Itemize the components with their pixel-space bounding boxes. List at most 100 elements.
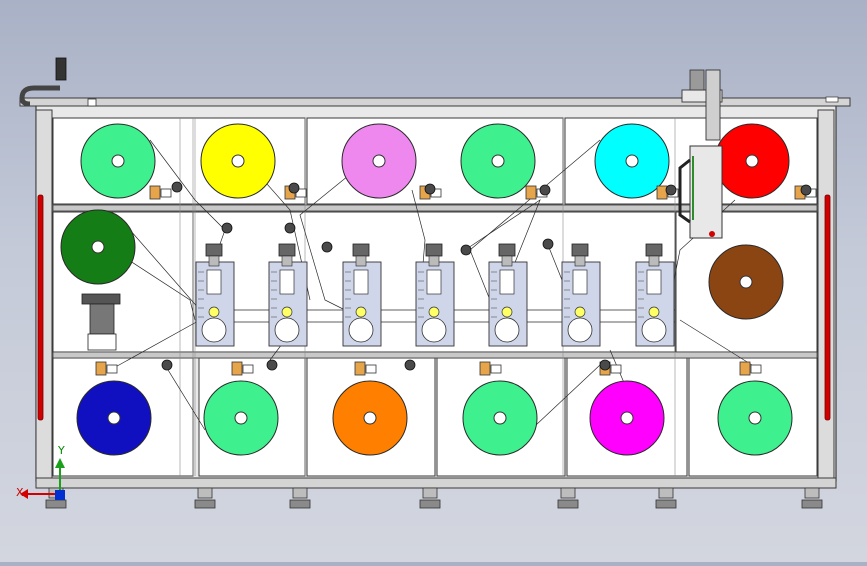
left-light-bar (37, 194, 44, 421)
bracket-block (160, 188, 172, 198)
module-knife (501, 306, 513, 318)
slitting-module (488, 243, 528, 347)
top-rail (19, 97, 851, 107)
slitting-module (195, 243, 235, 347)
bracket-block (750, 364, 762, 374)
web-line (129, 229, 201, 311)
module-neck (281, 255, 293, 267)
module-slide (646, 269, 662, 295)
guide-roller (161, 359, 173, 371)
reel-hub (739, 275, 753, 289)
bracket-block (242, 364, 254, 374)
guide-roller (665, 184, 677, 196)
robot-column (705, 69, 721, 141)
reel-hub (234, 411, 248, 425)
guide-roller (284, 222, 296, 234)
module-knife (648, 306, 660, 318)
module-wheel (274, 317, 300, 343)
leveling-foot (419, 487, 441, 509)
slitting-module (342, 243, 382, 347)
guide-roller (288, 182, 300, 194)
x-axis-head (20, 489, 28, 499)
reel (80, 123, 156, 199)
reel (717, 380, 793, 456)
robot-handle (678, 158, 691, 224)
module-motor (498, 243, 516, 257)
slitting-module (635, 243, 675, 347)
reel (200, 123, 276, 199)
module-knife (574, 306, 586, 318)
reel (594, 123, 670, 199)
module-wheel (567, 317, 593, 343)
module-knife (208, 306, 220, 318)
reel-hub (620, 411, 634, 425)
web-line (109, 319, 201, 371)
guide-roller (424, 183, 436, 195)
module-wheel (201, 317, 227, 343)
material-reels (60, 123, 793, 456)
reel-hub (111, 154, 125, 168)
sensor-bracket (19, 85, 60, 107)
coordinate-triad[interactable]: X Y (16, 444, 65, 500)
reel (462, 380, 538, 456)
module-wheel (348, 317, 374, 343)
robot-head (689, 145, 723, 239)
foot-pad (655, 499, 677, 509)
control-body (89, 303, 115, 335)
module-motor (425, 243, 443, 257)
reel (589, 380, 665, 456)
reel-hub (491, 154, 505, 168)
foot-stem (560, 487, 576, 499)
guide-roller (404, 359, 416, 371)
frame-details (19, 57, 839, 509)
foot-pad (194, 499, 216, 509)
module-neck (574, 255, 586, 267)
module-slide (206, 269, 222, 295)
guide-roller (599, 359, 611, 371)
foot-stem (292, 487, 308, 499)
control-unit (81, 293, 121, 351)
reel-hub (625, 154, 639, 168)
y-axis-label: Y (57, 444, 65, 457)
reel (60, 209, 136, 285)
x-axis-label: X (16, 486, 24, 499)
robot-led (709, 231, 715, 237)
reel-hub (372, 154, 386, 168)
guide-roller (800, 184, 812, 196)
control-head (81, 293, 121, 305)
module-neck (428, 255, 440, 267)
reel (714, 123, 790, 199)
guide-roller (171, 181, 183, 193)
reel-hub (493, 411, 507, 425)
web-line (164, 364, 206, 431)
bracket (231, 361, 243, 376)
module-neck (501, 255, 513, 267)
sensor-lamp (55, 57, 67, 81)
foot-pad (45, 499, 67, 509)
control-base (87, 333, 117, 351)
leveling-foot (801, 487, 823, 509)
corner-fitting (825, 96, 839, 103)
leveling-foot (194, 487, 216, 509)
leveling-foot (289, 487, 311, 509)
module-slide (499, 269, 515, 295)
guide-roller (460, 244, 472, 256)
module-motor (571, 243, 589, 257)
slitting-module (268, 243, 308, 347)
bottom-rail (35, 477, 837, 489)
bracket-block (490, 364, 502, 374)
reel (203, 380, 279, 456)
reel (76, 380, 152, 456)
foot-stem (197, 487, 213, 499)
module-slide (279, 269, 295, 295)
shelf-rail (52, 204, 818, 212)
slitting-module (415, 243, 455, 347)
module-slide (353, 269, 369, 295)
bracket (739, 361, 751, 376)
bracket (95, 361, 107, 376)
bracket (149, 185, 161, 200)
guide-roller (221, 222, 233, 234)
reel-hub (745, 154, 759, 168)
